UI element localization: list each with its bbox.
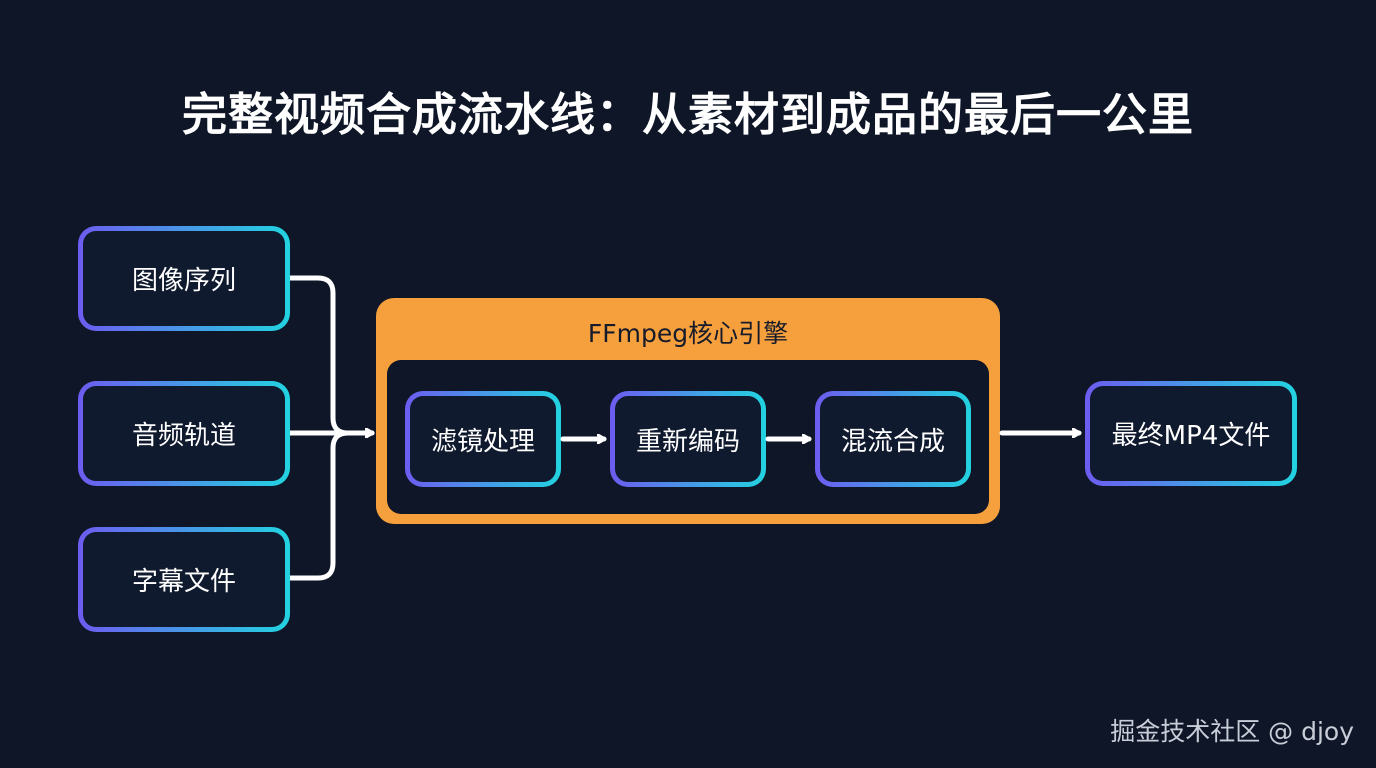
engine-label: FFmpeg核心引擎	[587, 319, 789, 348]
input-node-label: 音频轨道	[83, 386, 285, 481]
step-node-label: 滤镜处理	[410, 396, 556, 482]
step-node-filter: 滤镜处理	[405, 391, 561, 487]
diagram-title: 完整视频合成流水线：从素材到成品的最后一公里	[181, 88, 1194, 141]
output-node-mp4: 最终MP4文件	[1085, 381, 1297, 486]
input-node-audio: 音频轨道	[78, 381, 290, 486]
watermark: 掘金技术社区 @ djoy	[1110, 717, 1354, 746]
step-node-label: 重新编码	[615, 396, 761, 482]
connector-subtitle-to-engine	[287, 430, 351, 581]
connector-image-to-engine	[287, 275, 375, 433]
input-node-label: 字幕文件	[83, 532, 285, 627]
input-node-label: 图像序列	[83, 231, 285, 326]
input-node-images: 图像序列	[78, 226, 290, 331]
output-node-label: 最终MP4文件	[1090, 386, 1292, 481]
input-node-subtitles: 字幕文件	[78, 527, 290, 632]
step-node-mux: 混流合成	[815, 391, 971, 487]
step-node-encode: 重新编码	[610, 391, 766, 487]
step-node-label: 混流合成	[820, 396, 966, 482]
